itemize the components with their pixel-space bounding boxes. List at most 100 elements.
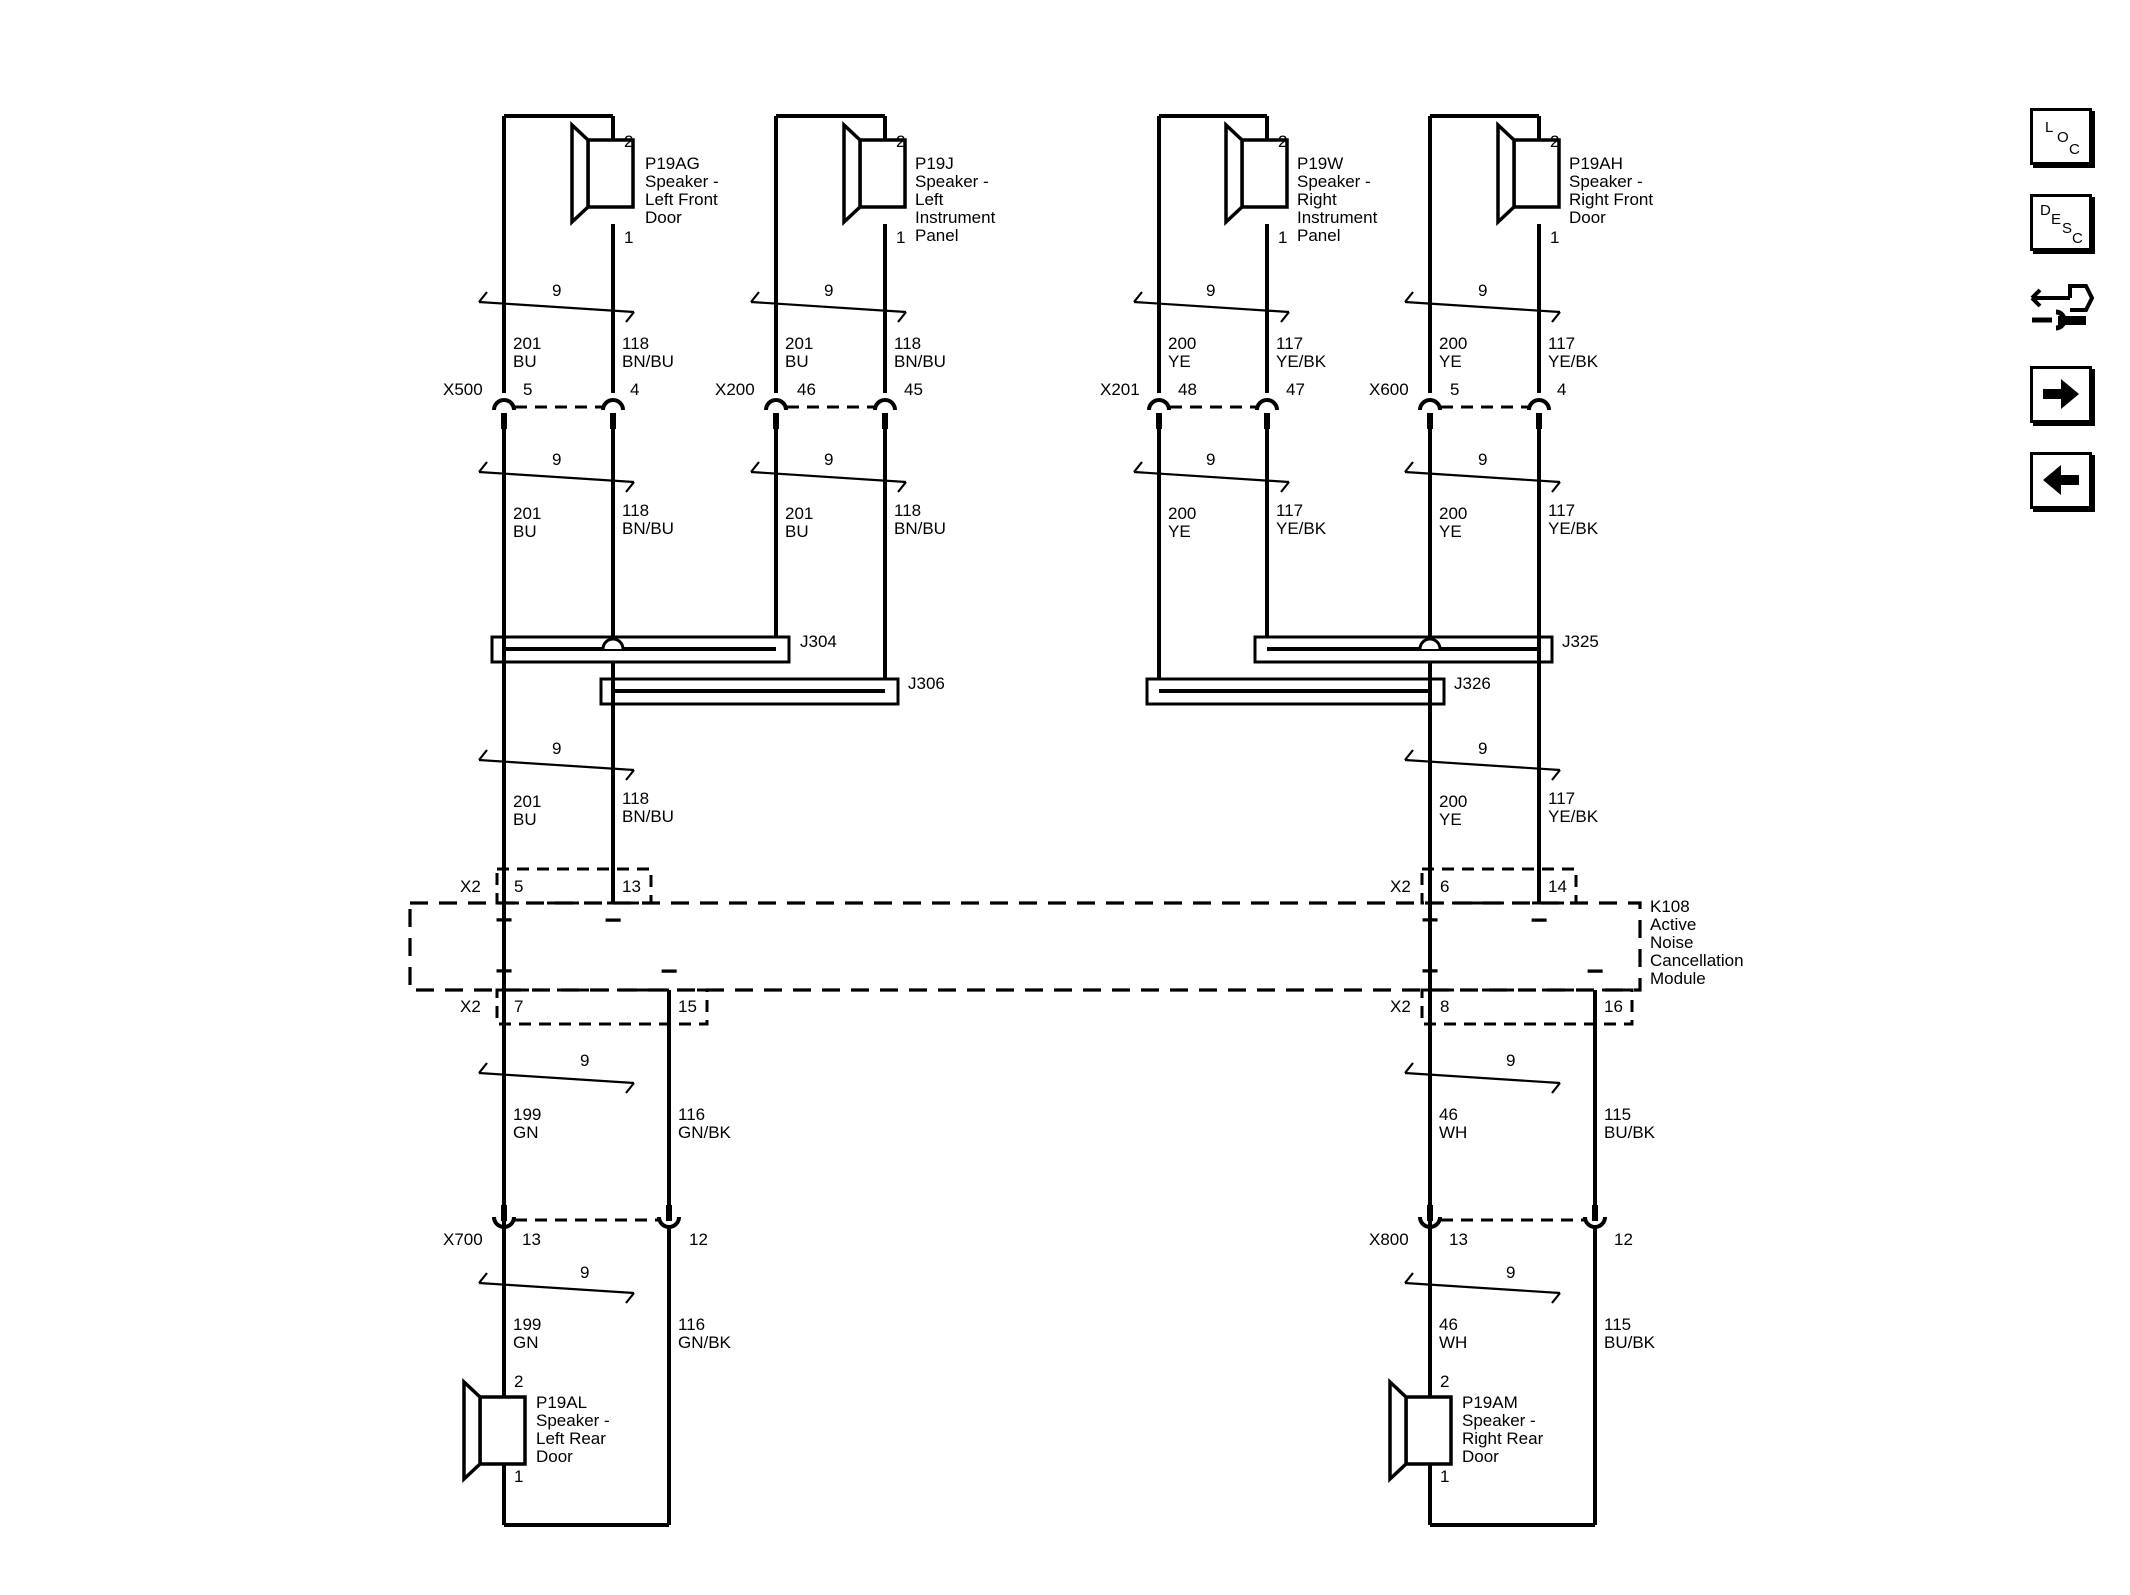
wire-circuit: 201 bbox=[513, 792, 541, 811]
wire-circuit: 201 bbox=[785, 504, 813, 523]
twist-label: 9 bbox=[552, 281, 561, 300]
wire-circuit: 118 bbox=[622, 501, 649, 520]
wire-color: YE bbox=[1439, 810, 1462, 829]
speaker-pin-top: 2 bbox=[896, 132, 905, 151]
speaker-desc-line: Door bbox=[645, 208, 682, 227]
module-connector-name: X2 bbox=[1390, 997, 1411, 1016]
polarity-minus: − bbox=[604, 904, 622, 937]
connector-pin: 5 bbox=[523, 380, 532, 399]
wire-color: YE bbox=[1439, 522, 1462, 541]
splice-j326: J326 bbox=[1145, 674, 1491, 706]
speaker-desc-line: Speaker - bbox=[915, 172, 989, 191]
speaker-desc-line: Speaker - bbox=[645, 172, 719, 191]
twist-label: 9 bbox=[1206, 281, 1215, 300]
splice-label: J326 bbox=[1454, 674, 1491, 693]
wire-color: BN/BU bbox=[622, 352, 674, 371]
wire-circuit: 116 bbox=[678, 1105, 705, 1124]
wire-circuit: 117 bbox=[1548, 334, 1575, 353]
polarity-minus: − bbox=[1530, 904, 1548, 937]
speaker-left-rear-door-symbol bbox=[462, 1380, 527, 1481]
wire-circuit: 116 bbox=[678, 1315, 705, 1334]
loc-button[interactable]: L O C bbox=[2030, 108, 2092, 165]
module-pin: 5 bbox=[514, 877, 523, 896]
speaker-desc-line: Left bbox=[915, 190, 944, 209]
speaker-ref: P19AH bbox=[1569, 154, 1623, 173]
wire-color: YE/BK bbox=[1276, 519, 1327, 538]
speaker-ref: P19AL bbox=[536, 1393, 587, 1412]
wire-circuit: 200 bbox=[1168, 334, 1196, 353]
module-pin: 15 bbox=[678, 997, 697, 1016]
connector-pin: 5 bbox=[1450, 380, 1459, 399]
twist-label: 9 bbox=[580, 1263, 589, 1282]
speaker-ref: P19W bbox=[1297, 154, 1343, 173]
wire-color: YE/BK bbox=[1276, 352, 1327, 371]
branch-left-rear-door-lower: 9 199 GN 116 GN/BK 2 1 P19AL Speaker - L… bbox=[462, 1227, 732, 1527]
next-button[interactable] bbox=[2030, 366, 2092, 423]
speaker-desc-line: Panel bbox=[915, 226, 958, 245]
previous-button[interactable] bbox=[2030, 452, 2092, 509]
wire-color: BN/BU bbox=[622, 807, 674, 826]
speaker-pin-bottom: 1 bbox=[1440, 1467, 1449, 1486]
twist-label: 9 bbox=[824, 450, 833, 469]
wire-color: BU bbox=[513, 810, 537, 829]
wire-circuit: 200 bbox=[1439, 504, 1467, 523]
branch-right-instrument-panel: 2 1 P19W Speaker - Right Instrument Pane… bbox=[1132, 114, 1378, 393]
twist-label: 9 bbox=[1506, 1263, 1515, 1282]
connector-x500: X500 5 4 bbox=[443, 380, 639, 1525]
connector-name: X500 bbox=[443, 380, 483, 399]
module-desc-line: Active bbox=[1650, 915, 1696, 934]
wire-color: BU/BK bbox=[1604, 1123, 1656, 1142]
connector-x800: X800 13 12 bbox=[1369, 1215, 1633, 1249]
connector-pin: 46 bbox=[797, 380, 816, 399]
connector-tool-button[interactable] bbox=[2028, 276, 2096, 336]
wire-circuit: 46 bbox=[1439, 1105, 1458, 1124]
wire-circuit: 200 bbox=[1439, 792, 1467, 811]
wire-color: BU bbox=[785, 352, 809, 371]
loc-letter: L bbox=[2045, 119, 2053, 136]
connector-pin: 45 bbox=[904, 380, 923, 399]
wire-circuit: 115 bbox=[1604, 1105, 1631, 1124]
connector-x200: X200 46 45 bbox=[715, 380, 923, 691]
connector-x201: X201 48 47 bbox=[1100, 380, 1305, 691]
loc-letter: O bbox=[2057, 129, 2069, 146]
wire-circuit: 118 bbox=[894, 334, 921, 353]
wire-color: BN/BU bbox=[622, 519, 674, 538]
branch-left-rear-door: 9 199 GN 116 GN/BK bbox=[477, 990, 732, 1221]
speaker-pin-bottom: 1 bbox=[1278, 228, 1287, 247]
wire-circuit: 115 bbox=[1604, 1315, 1631, 1334]
connector-pin: 12 bbox=[689, 1230, 708, 1249]
polarity-minus: − bbox=[1586, 955, 1604, 988]
connector-x700: X700 13 12 bbox=[443, 1215, 708, 1249]
speaker-desc-line: Panel bbox=[1297, 226, 1340, 245]
wire-circuit: 117 bbox=[1548, 789, 1575, 808]
splice-label: J325 bbox=[1562, 632, 1599, 651]
splice-label: J306 bbox=[908, 674, 945, 693]
speaker-ref: P19AM bbox=[1462, 1393, 1518, 1412]
wire-circuit: 117 bbox=[1276, 334, 1303, 353]
wire-circuit: 200 bbox=[1168, 504, 1196, 523]
branch-left-instrument-panel: 2 1 P19J Speaker - Left Instrument Panel… bbox=[749, 114, 996, 393]
module-desc-line: Cancellation bbox=[1650, 951, 1744, 970]
wire-circuit: 201 bbox=[785, 334, 813, 353]
wire-color: BN/BU bbox=[894, 352, 946, 371]
right-mid-wire-labels: 9 200 YE 117 YE/BK 9 200 YE 117 YE/BK bbox=[1132, 450, 1599, 541]
speaker-pin-bottom: 1 bbox=[514, 1467, 523, 1486]
connector-pin: 47 bbox=[1286, 380, 1305, 399]
polarity-plus: + bbox=[1421, 904, 1439, 937]
module-k108: K108 Active Noise Cancellation Module X2… bbox=[408, 867, 1744, 1026]
speaker-desc-line: Right Front bbox=[1569, 190, 1653, 209]
polarity-plus: + bbox=[495, 904, 513, 937]
speaker-pin-top: 2 bbox=[1440, 1372, 1449, 1391]
splice-label: J304 bbox=[800, 632, 837, 651]
module-connector-name: X2 bbox=[460, 877, 481, 896]
wire-color: YE/BK bbox=[1548, 807, 1599, 826]
branch-left-front-door: 2 1 P19AG Speaker - Left Front Door 9 20… bbox=[477, 114, 719, 393]
speaker-desc-line: Instrument bbox=[915, 208, 996, 227]
speaker-pin-top: 2 bbox=[514, 1372, 523, 1391]
branch-right-rear-door: 9 46 WH 115 BU/BK bbox=[1403, 990, 1656, 1221]
desc-button[interactable]: D E S C bbox=[2030, 194, 2092, 251]
wire-color: WH bbox=[1439, 1333, 1467, 1352]
twist-label: 9 bbox=[1506, 1051, 1515, 1070]
connector-name: X700 bbox=[443, 1230, 483, 1249]
